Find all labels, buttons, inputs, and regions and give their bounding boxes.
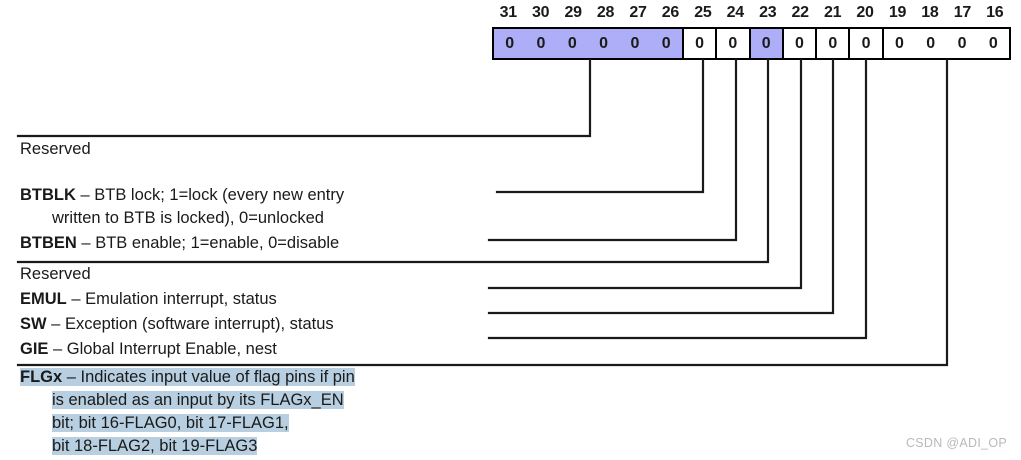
- bit-number: 27: [629, 4, 647, 21]
- label-flgx-desc2: is enabled as an input by its FLAGx_EN: [52, 391, 344, 409]
- label-emul: EMUL – Emulation interrupt, status: [20, 288, 277, 310]
- leader-reserved-31-26: [16, 58, 592, 138]
- label-gie-name: GIE: [20, 340, 49, 358]
- label-gie: GIE – Global Interrupt Enable, nest: [20, 338, 277, 360]
- bit-cell-19: 0: [894, 34, 904, 52]
- bit-cell-20: 0: [861, 34, 871, 52]
- label-flgx-desc4: bit 18-FLAG2, bit 19-FLAG3: [52, 437, 258, 455]
- bit-number: 29: [564, 4, 582, 21]
- field-flgx-19-16: 0 0 0 0: [884, 29, 1009, 58]
- bit-cell-27: 0: [630, 34, 640, 52]
- leader-btben: [487, 58, 738, 242]
- bit-cell-29: 0: [567, 34, 577, 52]
- field-reserved-23: 0: [750, 29, 784, 58]
- watermark: CSDN @ADI_OP: [905, 436, 1007, 450]
- label-gie-desc: – Global Interrupt Enable, nest: [48, 340, 277, 358]
- field-btblk-25: 0: [684, 29, 718, 58]
- bit-number: 20: [856, 4, 874, 21]
- register-bit-row: 0 0 0 0 0 0 0 0 0 0 0 0: [492, 27, 1011, 60]
- bit-number: 18: [921, 4, 939, 21]
- bit-number: 31: [499, 4, 518, 21]
- label-btblk-desc2: written to BTB is locked), 0=unlocked: [52, 209, 324, 227]
- leader-btblk: [495, 58, 705, 194]
- bit-cell-18: 0: [926, 34, 936, 52]
- label-reserved-mid-text: Reserved: [20, 265, 91, 283]
- bit-number-row: 31 30 29 28 27 26 25 24 23 22 21 20 19 1…: [492, 2, 1011, 24]
- label-btblk-desc: – BTB lock; 1=lock (every new entry: [75, 186, 345, 204]
- bit-cell-23: 0: [761, 34, 771, 52]
- bit-cell-21: 0: [828, 34, 838, 52]
- label-flgx-desc1: – Indicates input value of flag pins if …: [62, 368, 355, 386]
- field-emul-22: 0: [784, 29, 818, 58]
- bit-cell-31: 0: [505, 34, 515, 52]
- label-flgx-name: FLGx: [20, 368, 63, 386]
- label-sw: SW – Exception (software interrupt), sta…: [20, 313, 334, 335]
- bit-cell-17: 0: [957, 34, 967, 52]
- label-btben: BTBEN – BTB enable; 1=enable, 0=disable: [20, 232, 339, 254]
- label-btblk: BTBLK – BTB lock; 1=lock (every new entr…: [20, 184, 344, 230]
- bit-cell-26: 0: [661, 34, 671, 52]
- bit-cell-24: 0: [728, 34, 738, 52]
- label-emul-desc: – Emulation interrupt, status: [66, 290, 277, 308]
- field-sw-21: 0: [817, 29, 851, 58]
- bit-number: 25: [694, 4, 712, 21]
- field-reserved-31-26: 0 0 0 0 0 0: [494, 29, 684, 58]
- bit-number: 24: [726, 4, 745, 21]
- bit-number: 28: [596, 4, 615, 21]
- bit-number: 17: [953, 4, 972, 21]
- label-btben-desc: – BTB enable; 1=enable, 0=disable: [76, 234, 340, 252]
- bit-cell-28: 0: [599, 34, 609, 52]
- bit-number: 23: [759, 4, 777, 21]
- bit-number: 22: [791, 4, 810, 21]
- label-sw-name: SW: [20, 315, 47, 333]
- field-gie-20: 0: [850, 29, 884, 58]
- leader-emul: [487, 58, 803, 290]
- bit-cell-25: 0: [695, 34, 704, 52]
- leader-sw: [487, 58, 835, 315]
- label-reserved-top-text: Reserved: [20, 140, 91, 158]
- label-flgx-desc3: bit; bit 16-FLAG0, bit 17-FLAG1,: [52, 414, 289, 432]
- bit-number: 16: [986, 4, 1004, 21]
- label-emul-name: EMUL: [20, 290, 67, 308]
- bit-number: 19: [888, 4, 907, 21]
- field-btben-24: 0: [717, 29, 751, 58]
- label-reserved-top: Reserved: [20, 138, 91, 160]
- label-reserved-mid: Reserved: [20, 263, 91, 285]
- bit-cell-30: 0: [536, 34, 546, 52]
- bit-cell-16: 0: [988, 34, 998, 52]
- bit-number: 21: [823, 4, 842, 21]
- leader-gie: [487, 58, 868, 340]
- label-btben-name: BTBEN: [20, 234, 77, 252]
- bit-number: 30: [532, 4, 550, 21]
- bit-number: 26: [661, 4, 680, 21]
- label-flgx: FLGx – Indicates input value of flag pin…: [20, 366, 355, 458]
- bit-cell-22: 0: [795, 34, 804, 52]
- label-sw-desc: – Exception (software interrupt), status: [46, 315, 334, 333]
- label-btblk-name: BTBLK: [20, 186, 76, 204]
